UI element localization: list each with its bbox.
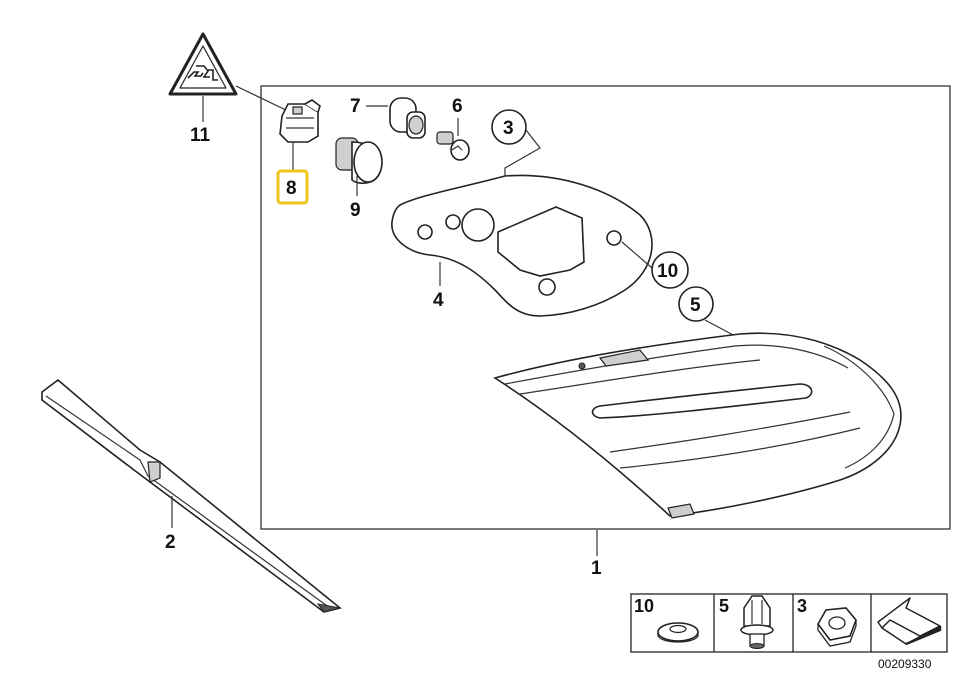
- callout-11[interactable]: 11: [190, 125, 211, 146]
- bulb-part-9[interactable]: [335, 137, 383, 185]
- callout-10-circle[interactable]: 10: [651, 251, 689, 289]
- tail-light-part-1[interactable]: [493, 332, 902, 519]
- callout-1[interactable]: 1: [591, 558, 602, 579]
- callout-5-circle[interactable]: 5: [678, 286, 714, 322]
- gasket-part-4[interactable]: [391, 174, 653, 317]
- assembly-frame: [260, 85, 951, 530]
- callout-8-highlight: [276, 169, 309, 205]
- bulb-socket-part-8[interactable]: [279, 99, 321, 143]
- legend-label-5: 5: [719, 596, 729, 616]
- bulb-part-6[interactable]: [436, 131, 470, 161]
- legend-label-10: 10: [634, 596, 654, 616]
- drawing-number: 00209330: [878, 657, 932, 671]
- warning-label-part-11[interactable]: [168, 32, 238, 96]
- callout-5: 5: [690, 295, 701, 316]
- leader-line-3: [504, 129, 541, 180]
- hex-nut-icon: [817, 607, 857, 647]
- callout-3: 3: [503, 118, 514, 139]
- legend-item-5[interactable]: 5: [719, 595, 774, 649]
- callout-9[interactable]: 9: [350, 200, 361, 221]
- legend-item-3[interactable]: 3: [797, 596, 857, 647]
- electric-hazard-icon: [187, 65, 218, 81]
- legend-item-10[interactable]: 10: [634, 596, 699, 643]
- callout-8[interactable]: 8: [286, 178, 297, 199]
- hardware-legend: 10 5 3: [630, 593, 948, 653]
- legend-label-3: 3: [797, 596, 807, 616]
- callout-7[interactable]: 7: [350, 96, 361, 117]
- leader-line-10: [621, 241, 653, 269]
- callout-3-circle[interactable]: 3: [491, 109, 527, 145]
- leader-line-11-to-8: [235, 85, 291, 113]
- expanding-nut-icon: [740, 595, 774, 649]
- legend-item-arrow: [877, 597, 942, 646]
- seal-strip-part-2[interactable]: [41, 378, 342, 613]
- callout-10: 10: [657, 261, 678, 282]
- callout-6[interactable]: 6: [452, 96, 463, 117]
- bulb-part-7[interactable]: [389, 97, 426, 139]
- washer-icon: [657, 622, 699, 643]
- callout-2[interactable]: 2: [165, 532, 176, 553]
- direction-arrow-icon: [877, 597, 942, 646]
- callout-4[interactable]: 4: [433, 290, 444, 311]
- leader-line-5: [704, 319, 736, 337]
